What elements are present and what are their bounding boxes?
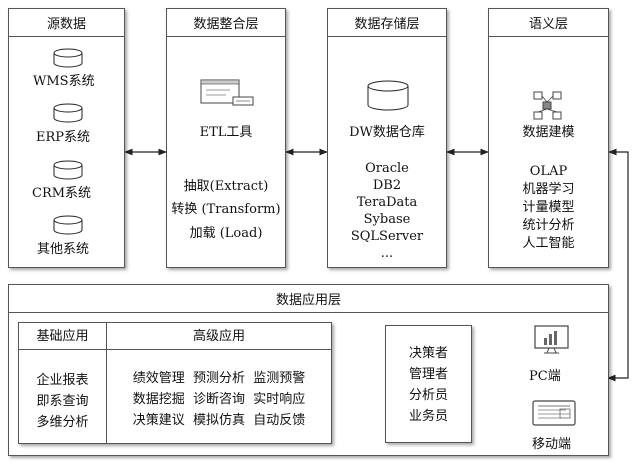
database-icon: [53, 103, 83, 123]
database-icon: [53, 215, 83, 235]
source-layer-panel: 源数据 WMS系统 ERP系统 CRM系统 其他系统: [8, 8, 125, 268]
mobile-client-label: 移动端: [532, 437, 572, 452]
pc-monitor-icon: [534, 325, 569, 354]
db-sybase: Sybase: [363, 212, 411, 227]
integration-layer-title: 数据整合层: [167, 9, 285, 37]
user-manager: 管理者: [408, 367, 448, 382]
semantic-layer-panel: 语义层 数据建模 OLAP 机器学习 计量模型 统计分析 人工智能: [488, 8, 609, 268]
advanced-app-row-2: 数据挖掘 诊断咨询 实时响应: [132, 392, 306, 407]
semantic-layer-title: 语义层: [489, 9, 608, 37]
db-sqlserver: SQLServer: [350, 229, 424, 244]
source-item-wms: WMS系统: [33, 74, 95, 89]
basic-app-reports: 企业报表: [36, 373, 89, 388]
users-box: 决策者 管理者 分析员 业务员: [385, 325, 472, 443]
method-ml: 机器学习: [522, 182, 575, 197]
user-decision-maker: 决策者: [408, 346, 448, 361]
advanced-app-row-1: 绩效管理 预测分析 监测预警: [132, 371, 306, 386]
user-business-staff: 业务员: [408, 409, 448, 424]
pc-client-label: PC端: [529, 369, 561, 384]
source-item-other: 其他系统: [37, 242, 90, 257]
etl-window-icon: [200, 79, 254, 106]
warehouse-label: DW数据仓库: [349, 125, 425, 140]
data-modeling-label: 数据建模: [522, 125, 575, 140]
basic-app-query: 即系查询: [36, 394, 89, 409]
integration-layer-panel: 数据整合层 ETL工具 抽取(Extract) 转换 (Transform) 加…: [166, 8, 286, 268]
application-layer-title: 数据应用层: [9, 285, 608, 313]
basic-app-olap: 多维分析: [36, 415, 89, 430]
db-teradata: TeraData: [356, 195, 418, 210]
table-divider-horizontal: [19, 349, 331, 350]
db-db2: DB2: [372, 178, 402, 193]
method-econometrics: 计量模型: [522, 200, 575, 215]
source-layer-title: 源数据: [9, 9, 124, 37]
source-item-crm: CRM系统: [32, 186, 92, 201]
etl-tool-label: ETL工具: [199, 125, 253, 140]
data-model-icon: [533, 91, 562, 120]
etl-step-extract: 抽取(Extract): [183, 179, 269, 194]
arrow-semantic-clients: [607, 148, 629, 382]
method-statistics: 统计分析: [522, 218, 575, 233]
database-icon: [53, 160, 83, 180]
method-olap: OLAP: [529, 164, 568, 179]
database-icon: [53, 48, 83, 68]
user-analyst: 分析员: [408, 388, 448, 403]
advanced-app-row-3: 决策建议 模拟仿真 自动反馈: [132, 413, 306, 428]
method-ai: 人工智能: [522, 236, 575, 251]
mobile-tablet-icon: [532, 400, 576, 426]
etl-step-transform: 转换 (Transform): [171, 202, 281, 217]
advanced-apps-title: 高级应用: [192, 329, 245, 344]
db-oracle: Oracle: [365, 161, 409, 176]
source-item-erp: ERP系统: [36, 130, 91, 145]
etl-step-load: 加载 (Load): [189, 226, 263, 241]
table-divider-vertical: [106, 323, 107, 443]
applications-table: 基础应用 高级应用 企业报表 即系查询 多维分析 绩效管理 预测分析 监测预警 …: [18, 322, 332, 444]
storage-layer-panel: 数据存储层 DW数据仓库 Oracle DB2 TeraData Sybase …: [327, 8, 447, 268]
basic-apps-title: 基础应用: [36, 329, 89, 344]
database-icon: [367, 80, 409, 111]
db-more: ...: [380, 246, 394, 261]
storage-layer-title: 数据存储层: [328, 9, 446, 37]
